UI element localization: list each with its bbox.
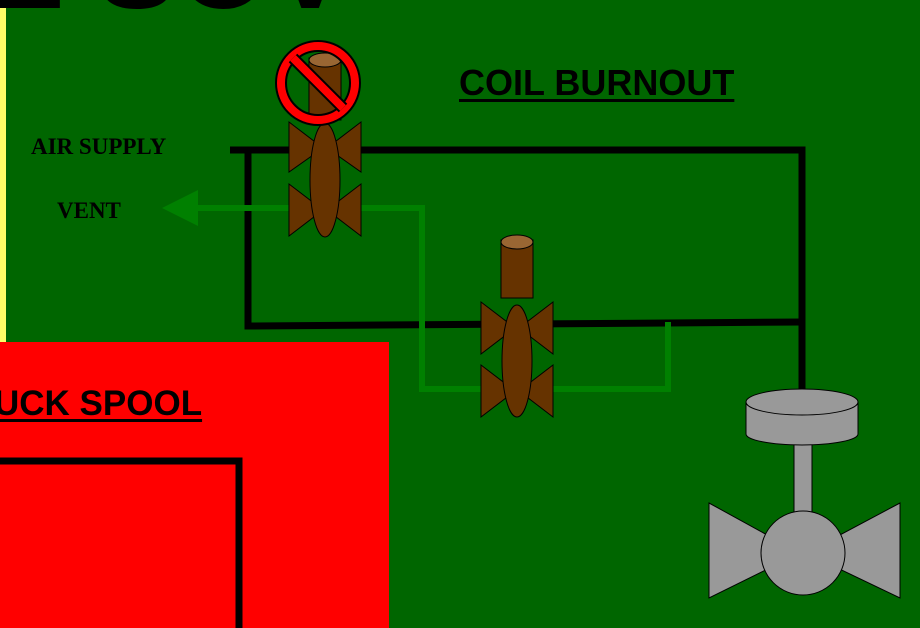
process-valve-left-wing — [708, 502, 802, 599]
overlay-title: UCK SPOOL — [0, 384, 203, 423]
upper-valve-left-top — [288, 120, 324, 173]
process-valve-stem — [793, 439, 813, 521]
process-valve — [708, 388, 901, 599]
no-symbol-icon — [275, 40, 361, 126]
lower-valve-body — [501, 304, 533, 418]
air-supply-label: AIR SUPPLY — [31, 134, 167, 159]
lower-valve-left-bottom — [480, 363, 516, 419]
lower-valve-left-top — [480, 300, 516, 356]
actuator-top — [745, 388, 859, 416]
process-valve-ball — [760, 510, 846, 596]
page-title: COIL BURNOUT — [459, 62, 735, 103]
lower-valve-right-bottom — [518, 363, 554, 419]
lower-valve-cap — [500, 234, 534, 250]
vent-arrow-icon — [162, 190, 198, 226]
air-supply-line — [230, 146, 806, 395]
upper-solenoid-valve — [288, 52, 362, 238]
overlay-line — [0, 457, 243, 628]
upper-valve-right-bottom — [326, 182, 362, 238]
vent-label: VENT — [57, 198, 121, 223]
upper-valve-body — [309, 122, 341, 238]
process-valve-right-wing — [804, 502, 901, 599]
cutoff-top-title: Z SOV — [0, 0, 350, 34]
red-overlay-panel — [0, 342, 389, 628]
upper-valve-right-top — [326, 120, 362, 173]
lower-solenoid-valve — [480, 234, 554, 419]
lower-valve-right-top — [518, 300, 554, 356]
upper-valve-left-bottom — [288, 182, 324, 238]
